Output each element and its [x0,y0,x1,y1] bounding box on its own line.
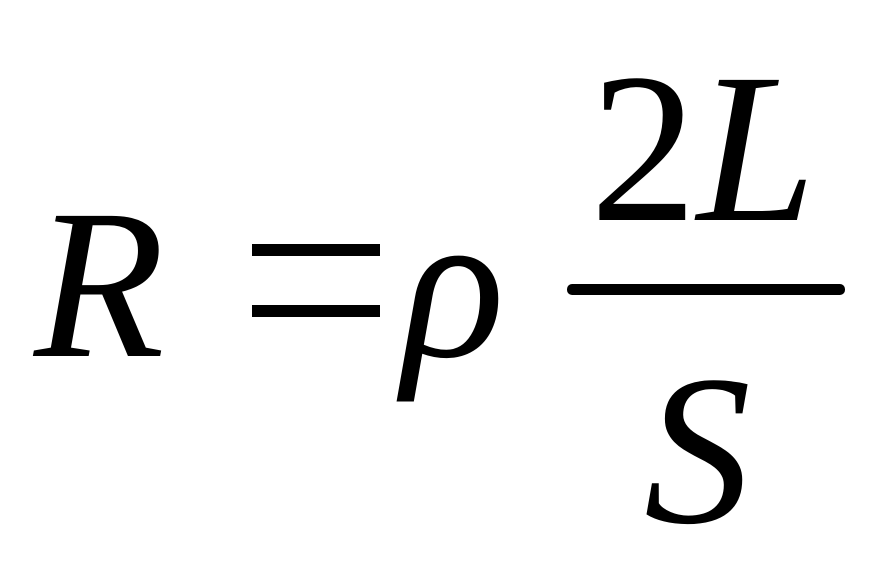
equals-sign-top-bar [252,244,380,256]
formula-lhs-variable: R [34,166,165,403]
equals-sign-bottom-bar [252,305,380,317]
fraction-denominator: S [644,332,751,569]
numerator-variable: L [697,30,817,267]
fraction-numerator: 2L [590,42,816,256]
fraction-bar [567,284,845,295]
numerator-coefficient: 2 [590,30,697,267]
resistivity-symbol: ρ [402,166,505,403]
